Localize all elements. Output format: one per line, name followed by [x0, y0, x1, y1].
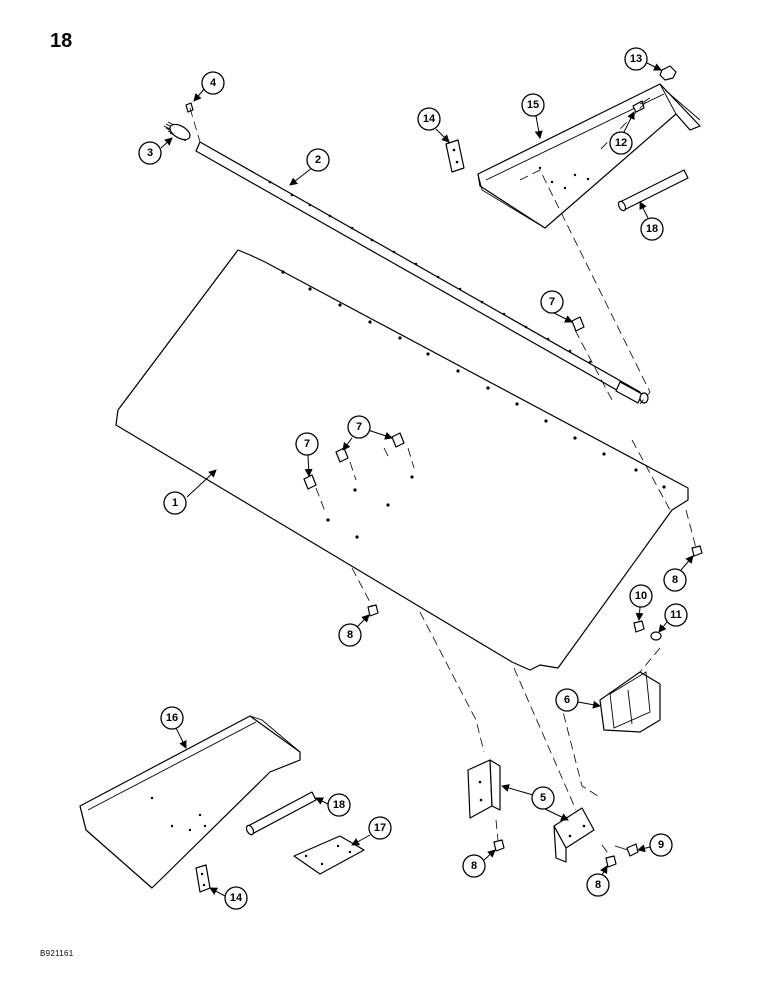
- bracket-part-5-b: [553, 807, 595, 863]
- svg-text:8: 8: [595, 879, 601, 891]
- tube-part-18-upper: [617, 169, 689, 212]
- svg-text:8: 8: [471, 860, 477, 872]
- callout-14a: 14: [417, 107, 450, 143]
- svg-text:7: 7: [549, 296, 555, 308]
- cover-part-16: [79, 715, 301, 889]
- nut-part-8-d: [605, 855, 617, 868]
- nut-part-13: [659, 65, 677, 81]
- callout-1: 1: [163, 469, 217, 515]
- svg-text:8: 8: [347, 629, 353, 641]
- callout-16: 16: [160, 706, 187, 749]
- callout-7a: 7: [540, 290, 573, 323]
- callout-17: 17: [351, 816, 392, 846]
- callout-5: 5: [501, 784, 569, 821]
- bolt-part-7-c: [335, 447, 349, 463]
- svg-text:16: 16: [166, 712, 178, 724]
- svg-text:18: 18: [333, 799, 345, 811]
- svg-text:10: 10: [635, 590, 647, 602]
- callout-8c: 8: [462, 849, 496, 878]
- svg-text:15: 15: [527, 99, 539, 111]
- callout-10: 10: [629, 584, 653, 621]
- callout-11: 11: [658, 603, 688, 633]
- svg-text:2: 2: [315, 154, 321, 166]
- callout-8b: 8: [338, 614, 370, 647]
- svg-text:6: 6: [564, 694, 570, 706]
- plate-part-14-lower: [195, 864, 211, 893]
- pin-part-4: [185, 102, 194, 113]
- svg-text:14: 14: [423, 113, 436, 125]
- callout-7c: 7: [342, 415, 393, 451]
- callout-14b: 14: [209, 886, 248, 910]
- svg-text:9: 9: [658, 839, 664, 851]
- svg-text:8: 8: [672, 574, 678, 586]
- bolt-part-7-d: [391, 432, 405, 448]
- callout-3: 3: [138, 137, 173, 165]
- page-number: 18: [50, 30, 73, 52]
- assembly-dashed-lines: [189, 101, 697, 857]
- nut-part-8-c: [493, 839, 505, 852]
- panel-part-1: [115, 249, 689, 671]
- washer-part-11: [650, 631, 662, 641]
- callout-18a: 18: [639, 201, 664, 241]
- svg-text:12: 12: [615, 137, 627, 149]
- callout-8d: 8: [586, 865, 610, 897]
- callout-9: 9: [637, 833, 673, 857]
- svg-text:13: 13: [630, 53, 642, 65]
- svg-text:14: 14: [230, 892, 243, 904]
- callout-6: 6: [555, 688, 601, 712]
- callout-12: 12: [609, 111, 635, 155]
- callout-7b: 7: [295, 432, 319, 477]
- svg-text:3: 3: [147, 147, 153, 159]
- bracket-part-5-a: [467, 759, 501, 819]
- svg-text:11: 11: [670, 609, 682, 621]
- svg-text:7: 7: [356, 421, 362, 433]
- svg-text:7: 7: [304, 438, 310, 450]
- nut-part-8-b: [367, 604, 379, 617]
- callout-15: 15: [521, 93, 545, 139]
- bolt-part-9: [614, 843, 639, 857]
- bolt-part-7-a: [571, 316, 585, 332]
- figure-code: B921161: [40, 949, 74, 958]
- bracket-part-6: [599, 671, 661, 733]
- svg-text:4: 4: [210, 77, 217, 89]
- cover-part-15: [477, 83, 701, 229]
- svg-text:1: 1: [172, 497, 178, 509]
- pad-part-17: [293, 835, 365, 875]
- callout-13: 13: [624, 47, 662, 71]
- bolt-part-12: [632, 97, 651, 113]
- callout-18b: 18: [315, 793, 351, 817]
- plate-part-14-upper: [445, 139, 465, 173]
- svg-text:17: 17: [374, 822, 386, 834]
- callout-4: 4: [193, 71, 225, 102]
- spring-part-3: [163, 121, 191, 142]
- nut-part-10: [633, 620, 645, 633]
- shaft-part-2: [195, 141, 649, 404]
- svg-text:5: 5: [540, 792, 546, 804]
- nut-part-8-a: [691, 545, 703, 557]
- tube-part-18-lower: [245, 791, 317, 836]
- callout-2: 2: [289, 148, 330, 186]
- svg-text:18: 18: [646, 223, 658, 235]
- callout-8a: 8: [663, 555, 694, 592]
